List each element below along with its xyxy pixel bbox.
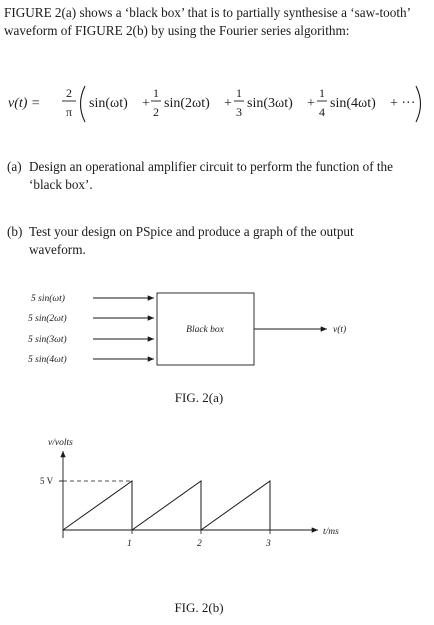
- eq-one-1: 1: [153, 86, 159, 100]
- input-label-2: 5 sin(2ωt): [28, 313, 67, 324]
- question-b-line1: Test your design on PSpice and produce a…: [29, 224, 354, 239]
- eq-term2: sin(2ωt): [164, 96, 210, 111]
- eq-close-paren: [415, 85, 422, 123]
- x-axis-label: t/ms: [323, 527, 339, 537]
- eq-term3: sin(3ωt): [247, 96, 293, 111]
- eq-plus2: +: [224, 96, 232, 111]
- eq-den4: 4: [319, 105, 325, 119]
- input-label-1: 5 sin(ωt): [31, 293, 65, 304]
- eq-den2: 2: [153, 105, 159, 119]
- tick-label-3: 3: [265, 539, 271, 549]
- fig-b-caption: FIG. 2(b): [174, 600, 224, 615]
- input-label-4: 5 sin(4ωt): [28, 354, 67, 365]
- fourier-equation: v(t) = 2 π sin(ωt) + 1 2 sin(2ωt) + 1 3 …: [8, 85, 422, 123]
- eq-term4: sin(4ωt): [330, 96, 376, 111]
- question-b: (b) Test your design on PSpice and produc…: [7, 223, 429, 259]
- question-a-label: (a): [7, 159, 22, 174]
- level-label: 5 V: [40, 476, 54, 486]
- eq-frac-num: 2: [66, 86, 72, 100]
- output-label: v(t): [333, 324, 346, 335]
- eq-plus1: +: [142, 96, 150, 111]
- eq-one-3: 1: [319, 86, 325, 100]
- question-a-line2: ‘black box’.: [29, 177, 93, 192]
- eq-frac-den: π: [66, 105, 72, 119]
- eq-open-paren: [79, 85, 86, 123]
- question-a-line1: Design an operational amplifier circuit …: [29, 159, 393, 174]
- fig-a-caption: FIG. 2(a): [174, 390, 224, 405]
- eq-one-2: 1: [236, 86, 242, 100]
- question-b-label: (b): [7, 224, 23, 239]
- eq-term1: sin(ωt): [89, 96, 128, 111]
- eq-den3: 3: [236, 105, 242, 119]
- eq-plus3: +: [307, 96, 315, 111]
- black-box-label: Black box: [186, 325, 225, 335]
- question-a: (a) Design an operational amplifier circu…: [7, 158, 429, 194]
- sawtooth-waveform: [62, 480, 271, 531]
- intro-paragraph: FIGURE 2(a) shows a ‘black box’ that is …: [4, 5, 411, 38]
- question-b-line2: waveform.: [29, 242, 86, 257]
- tick-label-2: 2: [197, 539, 202, 549]
- eq-lhs: v(t) =: [8, 96, 40, 111]
- y-axis-label: v/volts: [48, 438, 73, 448]
- tick-label-1: 1: [127, 539, 132, 549]
- input-label-3: 5 sin(3ωt): [28, 334, 67, 345]
- eq-ellipsis: + ···: [390, 96, 415, 111]
